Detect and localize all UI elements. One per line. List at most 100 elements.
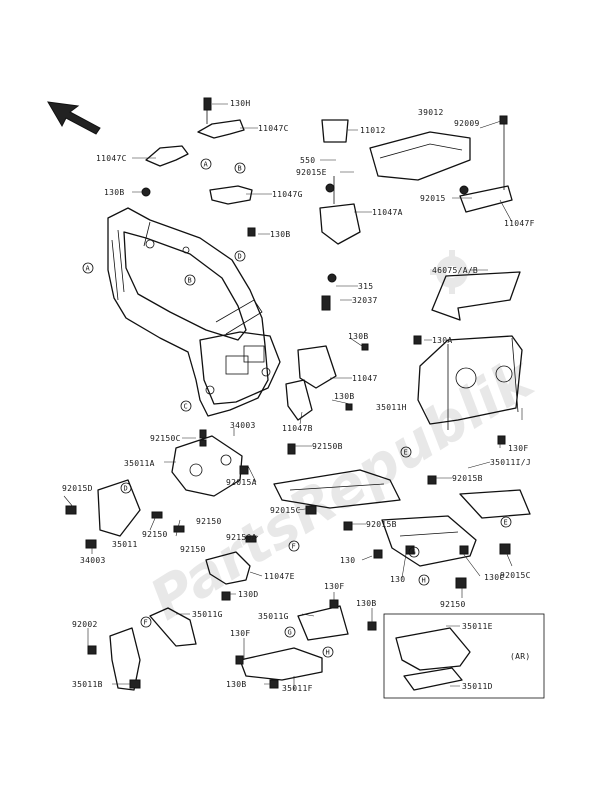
battery-holder-plate	[459, 115, 513, 213]
rear-frame-35011h	[417, 335, 523, 430]
label-35011f: 35011F	[282, 684, 313, 693]
svg-text:A: A	[86, 265, 91, 273]
label-92150a: 92150A	[226, 533, 257, 542]
svg-text:F: F	[144, 619, 148, 627]
label-ar: (AR)	[510, 652, 530, 661]
label-39012: 39012	[418, 108, 444, 117]
label-130f-a: 130F	[508, 444, 528, 453]
label-11047a: 11047A	[372, 208, 403, 217]
label-130b-a: 130B	[104, 188, 124, 197]
callout-e-right: E	[400, 446, 412, 458]
label-130b-b: 130B	[270, 230, 290, 239]
part-labels: 130H 11047C 11047C 130B 11047G 130B 1101…	[62, 99, 535, 693]
small-mount-bracket	[285, 345, 337, 421]
svg-text:B: B	[188, 277, 192, 285]
label-32037: 32037	[352, 296, 378, 305]
label-130f-c: 130F	[230, 629, 250, 638]
label-130f-b: 130F	[324, 582, 344, 591]
label-130b-c: 130B	[348, 332, 368, 341]
battery-case	[369, 131, 471, 181]
label-92015: 92015	[420, 194, 446, 203]
label-35011d: 35011D	[462, 682, 493, 691]
label-11047: 11047	[352, 374, 378, 383]
callout-d-left: D	[120, 482, 132, 494]
callout-d-frame: D	[234, 250, 246, 262]
ar-inset-box	[383, 613, 545, 699]
svg-text:G: G	[288, 629, 292, 637]
svg-text:A: A	[204, 161, 209, 169]
label-92015c-a: 92015C	[270, 506, 301, 515]
label-92150-c: 92150	[180, 545, 206, 554]
meter-bracket	[209, 185, 256, 237]
callouts: A B B A D C D E E F F G G H H	[82, 158, 512, 658]
callout-g-lower: G	[284, 626, 296, 638]
label-315: 315	[358, 282, 373, 291]
callout-c-frame: C	[180, 400, 192, 412]
label-11047e: 11047E	[264, 572, 295, 581]
callout-a-top: A	[200, 158, 212, 170]
label-130b-f: 130B	[226, 680, 246, 689]
label-92150-d: 92150	[440, 600, 466, 609]
label-11047c-left: 11047C	[96, 154, 127, 163]
label-130a: 130A	[432, 336, 452, 345]
label-35011h: 35011H	[376, 403, 407, 412]
rear-stay-assembly	[273, 469, 531, 567]
label-130h: 130H	[230, 99, 250, 108]
label-92002: 92002	[72, 620, 98, 629]
label-130b-d: 130B	[334, 392, 354, 401]
svg-text:D: D	[124, 485, 128, 493]
callout-h-stay: H	[418, 574, 430, 586]
callout-b-top: B	[234, 162, 246, 174]
label-92150-b: 92150	[196, 517, 222, 526]
svg-text:G: G	[412, 549, 416, 557]
svg-text:D: D	[238, 253, 242, 261]
svg-text:F: F	[292, 543, 296, 551]
label-130c: 130C	[484, 573, 504, 582]
label-130: 130	[340, 556, 355, 565]
label-92015e: 92015E	[296, 168, 327, 177]
label-92015a: 92015A	[226, 478, 257, 487]
leader-lines	[63, 103, 523, 690]
svg-text:B: B	[238, 165, 242, 173]
rubber-damper	[321, 119, 349, 143]
callout-a-left: A	[82, 262, 94, 274]
footrest-bracket-left	[97, 435, 243, 537]
label-35011b: 35011B	[72, 680, 103, 689]
label-92150-a: 92150	[142, 530, 168, 539]
label-11047b: 11047B	[282, 424, 313, 433]
label-11047g: 11047G	[272, 190, 303, 199]
label-11047f: 11047F	[504, 219, 535, 228]
label-35011g: 35011G	[192, 610, 223, 619]
svg-text:H: H	[326, 649, 330, 657]
label-34003-a: 34003	[230, 421, 256, 430]
svg-text:C: C	[184, 403, 188, 411]
callout-h-lower: H	[322, 646, 334, 658]
callout-e-stay: E	[500, 516, 512, 528]
label-11047c-top: 11047C	[258, 124, 289, 133]
label-35011: 35011	[112, 540, 138, 549]
label-130-b: 130	[390, 575, 405, 584]
label-92150b: 92150B	[312, 442, 343, 451]
label-92009: 92009	[454, 119, 480, 128]
footrest-hanger-left	[109, 607, 197, 691]
label-35011e: 35011E	[462, 622, 493, 631]
label-130b-e: 130B	[356, 599, 376, 608]
callout-f-left: F	[140, 616, 152, 628]
label-34003-b: 34003	[80, 556, 106, 565]
label-92015c-b: 92015C	[500, 571, 531, 580]
label-46075: 46075/A/B	[432, 266, 478, 275]
label-92015d: 92015D	[62, 484, 93, 493]
callout-f-mid: F	[288, 540, 300, 552]
seat-cover-46075	[431, 271, 521, 321]
svg-text:E: E	[504, 519, 508, 527]
label-11012: 11012	[360, 126, 386, 135]
svg-text:E: E	[404, 449, 408, 457]
label-35011a: 35011A	[124, 459, 155, 468]
main-frame	[107, 207, 281, 417]
upper-cowl-bracket	[197, 97, 245, 139]
label-92015b-b: 92015B	[366, 520, 397, 529]
label-130d: 130D	[238, 590, 258, 599]
label-92015b-a: 92015B	[452, 474, 483, 483]
